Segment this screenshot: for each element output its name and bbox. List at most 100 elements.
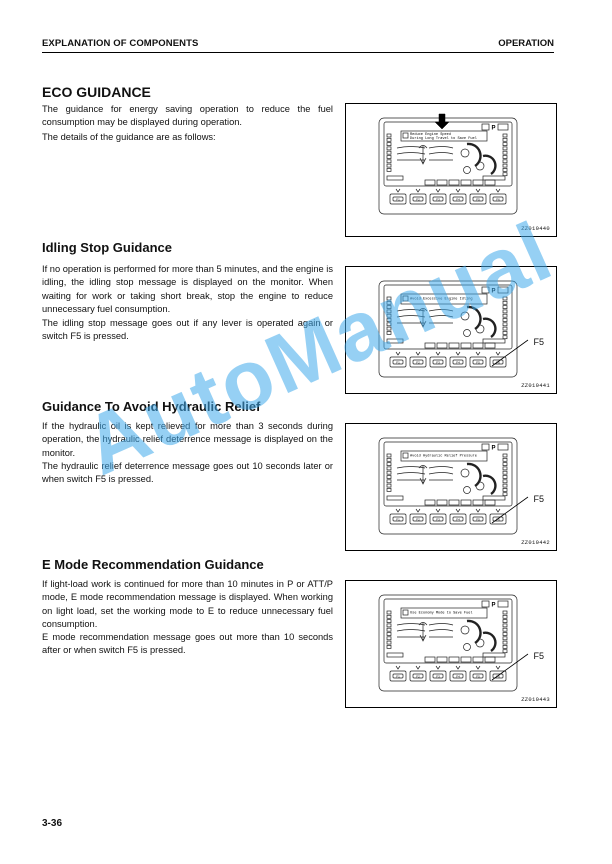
function-key-f2	[409, 356, 427, 368]
key-indicator	[435, 508, 441, 513]
function-key-face	[392, 196, 404, 202]
status-icon-box	[481, 600, 490, 608]
hour-meter	[386, 338, 404, 344]
function-key-face	[412, 359, 424, 365]
menu-icon	[448, 499, 460, 506]
function-key-f2	[409, 670, 427, 682]
function-key-label: F2	[416, 674, 420, 678]
hydraulic-gauge-icon	[463, 643, 471, 651]
function-key-face	[472, 673, 484, 679]
function-key-face	[412, 516, 424, 522]
fuel-gauge-icon	[475, 161, 485, 171]
function-key-label: F5	[476, 517, 480, 521]
guidance-message-text: Reduce Engine Speed	[410, 132, 451, 137]
right-gauge-segment	[502, 309, 508, 314]
left-gauge-segment	[386, 636, 392, 641]
key-indicator	[475, 351, 481, 356]
key-indicator	[415, 351, 421, 356]
right-gauge-segment	[502, 305, 508, 309]
function-key-label: F3	[436, 197, 440, 201]
left-gauge-segment	[386, 627, 392, 632]
menu-icon	[436, 656, 448, 663]
left-gauge-segment	[386, 133, 392, 138]
function-key-face	[472, 196, 484, 202]
left-gauge-segment	[386, 305, 392, 309]
menu-icon	[484, 342, 496, 349]
idling-stop-paragraph-1: If no operation is performed for more th…	[42, 264, 333, 314]
idling-stop-paragraph-2: The idling stop message goes out if any …	[42, 318, 333, 342]
left-gauge-segment	[386, 313, 392, 318]
function-key-label: F6	[496, 360, 500, 364]
eco-details-paragraph: The details of the guidance are as follo…	[42, 132, 216, 142]
coolant-gauge-icon	[460, 311, 470, 321]
function-key-face	[492, 673, 504, 679]
area-view-lines-2	[428, 146, 454, 161]
area-view-lines	[396, 146, 426, 161]
function-key-label: F5	[476, 360, 480, 364]
function-key-face	[412, 196, 424, 202]
left-gauge-segment	[386, 326, 392, 331]
mode-letter: P	[492, 126, 496, 132]
clock-display	[482, 652, 506, 658]
right-gauge-segment	[502, 649, 508, 654]
function-key-f3	[429, 670, 447, 682]
function-key-label: F4	[456, 360, 460, 364]
menu-icon	[424, 342, 436, 349]
clock-display	[482, 175, 506, 181]
key-indicator	[495, 508, 501, 513]
function-key-label: F1	[396, 674, 400, 678]
key-indicator	[415, 665, 421, 670]
function-key-face	[492, 359, 504, 365]
function-key-face	[392, 359, 404, 365]
function-key-f4	[449, 356, 467, 368]
left-gauge-segment	[386, 614, 392, 619]
function-key-f5	[469, 356, 487, 368]
eco-intro-paragraph: The guidance for energy saving operation…	[42, 104, 333, 128]
right-gauge-segment	[502, 168, 508, 172]
right-gauge-segment	[502, 610, 508, 615]
running-header-section: EXPLANATION OF COMPONENTS	[42, 38, 199, 49]
monitor-bezel	[378, 594, 518, 692]
section-title-eco-guidance: ECO GUIDANCE	[42, 84, 151, 100]
function-key-face	[452, 516, 464, 522]
right-gauge-segment	[502, 645, 508, 649]
function-key-f5	[469, 670, 487, 682]
key-indicator	[395, 665, 401, 670]
status-icon-box	[481, 443, 490, 451]
figure-code: ZZ010443	[521, 696, 550, 703]
right-gauge-segment	[502, 462, 508, 466]
right-gauge-segment	[502, 313, 508, 318]
function-key-f6	[489, 513, 507, 525]
right-gauge-segment	[502, 640, 508, 645]
guidance-message-text: During Long Travel to Save Fuel	[410, 136, 477, 141]
function-key-label: F6	[496, 197, 500, 201]
guidance-message-text: Use Economy Mode to Save Fuel	[410, 611, 473, 616]
key-indicator	[495, 188, 501, 193]
function-key-label: F6	[496, 674, 500, 678]
left-gauge-segment	[386, 300, 392, 305]
right-gauge-segment	[502, 335, 508, 340]
machine-figure	[418, 145, 428, 165]
function-key-label: F3	[436, 674, 440, 678]
function-key-face	[452, 673, 464, 679]
function-key-f3	[429, 193, 447, 205]
function-key-face	[412, 673, 424, 679]
menu-icon	[460, 342, 472, 349]
menu-icon	[436, 179, 448, 186]
key-indicator	[455, 351, 461, 356]
function-key-f1	[389, 670, 407, 682]
monitor-screen	[383, 284, 513, 350]
right-gauge-segment	[502, 159, 508, 164]
left-gauge-segment	[386, 623, 392, 628]
function-key-f1	[389, 356, 407, 368]
section-title-e-mode: E Mode Recommendation Guidance	[42, 557, 264, 572]
left-gauge-segment	[386, 155, 392, 159]
function-key-label: F1	[396, 197, 400, 201]
hydraulic-relief-paragraph-1: If the hydraulic oil is kept relieved fo…	[42, 421, 333, 458]
function-key-f6	[489, 356, 507, 368]
coolant-gauge-arc	[466, 305, 482, 331]
e-mode-paragraph-2: E mode recommendation message goes out m…	[42, 632, 333, 656]
